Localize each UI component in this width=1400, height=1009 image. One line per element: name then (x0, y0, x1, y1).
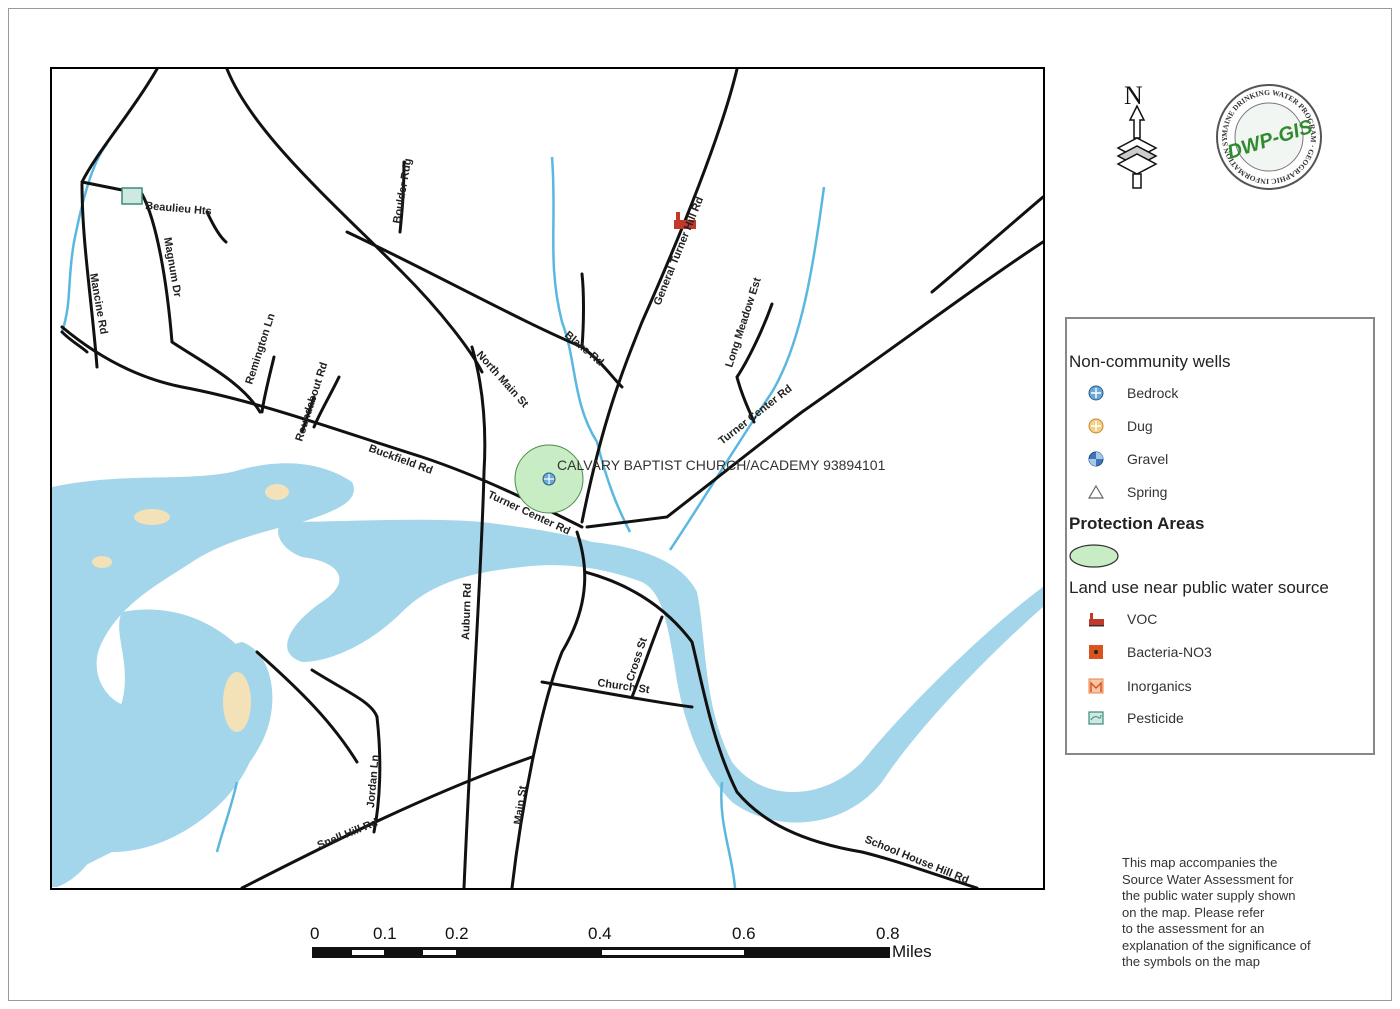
scale-tick-label: 0.4 (588, 924, 612, 943)
water-bodies (52, 463, 1043, 887)
legend-label: VOC (1127, 611, 1158, 627)
road-label: Snell Hill Rd (316, 817, 380, 852)
scale-tick-label: 0.2 (445, 924, 469, 943)
voc-factory-icon (1089, 613, 1104, 627)
scale-tick-label: 0.8 (876, 924, 900, 943)
voc-site-marker[interactable] (674, 212, 696, 229)
road-label: General Turner Hill Rd (652, 195, 707, 307)
bedrock-well-icon (1088, 385, 1104, 401)
scale-units: Miles (892, 942, 932, 961)
pesticide-icon (1088, 711, 1104, 725)
legend-section-wells: Non-community wells (1069, 352, 1231, 371)
legend-item-spring: Spring (1087, 482, 1167, 502)
legend-label: Pesticide (1127, 710, 1184, 726)
dug-well-icon (1088, 418, 1104, 434)
page-frame (8, 8, 1392, 1001)
road-label: Buckfield Rd (367, 443, 434, 477)
road-label: Jordan Ln (365, 754, 382, 808)
wetlands (92, 484, 289, 732)
spring-icon (1087, 484, 1105, 499)
pesticide-site-marker[interactable] (121, 187, 143, 205)
legend-label: Gravel (1127, 451, 1169, 467)
legend-item-pesticide: Pesticide (1087, 708, 1184, 728)
roads (60, 69, 1043, 888)
protection-area-swatch (1069, 544, 1119, 568)
legend-item-bacteria: Bacteria-NO3 (1087, 642, 1212, 662)
road-label: Main St (512, 785, 529, 826)
legend-item-gravel: Gravel (1087, 449, 1168, 469)
legend-label: Bacteria-NO3 (1127, 644, 1212, 660)
road-label: School House Hill Rd (863, 834, 971, 887)
road-label: Magnum Dr (161, 236, 183, 298)
map-canvas[interactable]: CALVARY BAPTIST CHURCH/ACADEMY 93894101 … (52, 69, 1043, 888)
north-letter: N (1124, 81, 1143, 110)
map-note: This map accompanies the Source Water As… (1122, 855, 1311, 969)
streams (60, 143, 826, 888)
scale-bar-graphic (312, 947, 890, 958)
inorganics-icon (1088, 678, 1104, 694)
bedrock-well-marker[interactable] (542, 472, 556, 486)
road-label: Long Meadow Est (723, 276, 763, 369)
legend-label: Inorganics (1127, 678, 1192, 694)
north-arrow-icon: N (1116, 81, 1158, 189)
legend-label: Spring (1127, 484, 1168, 500)
legend-item-dug: Dug (1087, 416, 1153, 436)
scale-tick-label: 0 (310, 924, 320, 943)
site-label: CALVARY BAPTIST CHURCH/ACADEMY 93894101 (557, 457, 886, 473)
road-label: Remington Ln (243, 312, 277, 386)
gravel-well-icon (1088, 451, 1104, 467)
bacteria-icon (1089, 645, 1103, 659)
legend-item-inorganics: Inorganics (1087, 676, 1192, 696)
legend-item-bedrock: Bedrock (1087, 383, 1178, 403)
map-legend: Non-community wells Bedrock Dug Gravel S… (1065, 317, 1375, 755)
legend-section-protection: Protection Areas (1069, 514, 1205, 533)
dwp-gis-logo: MAINE DRINKING WATER PROGRAM · GEOGRAPHI… (1214, 82, 1322, 190)
legend-label: Bedrock (1127, 385, 1179, 401)
scale-bar: 0 0.1 0.2 0.4 0.6 0.8 Miles (310, 920, 970, 970)
map-panel[interactable]: CALVARY BAPTIST CHURCH/ACADEMY 93894101 … (50, 67, 1045, 890)
legend-item-voc: VOC (1087, 609, 1157, 629)
scale-tick-label: 0.1 (373, 924, 397, 943)
road-label: Beaulieu Hts (145, 200, 212, 218)
legend-section-land-use: Land use near public water source (1069, 578, 1329, 597)
road-label: Boulder Rdg (391, 157, 414, 224)
scale-tick-label: 0.6 (732, 924, 756, 943)
road-label: Auburn Rd (460, 583, 474, 640)
legend-label: Dug (1127, 418, 1153, 434)
road-label: Turner Center Rd (716, 383, 794, 448)
